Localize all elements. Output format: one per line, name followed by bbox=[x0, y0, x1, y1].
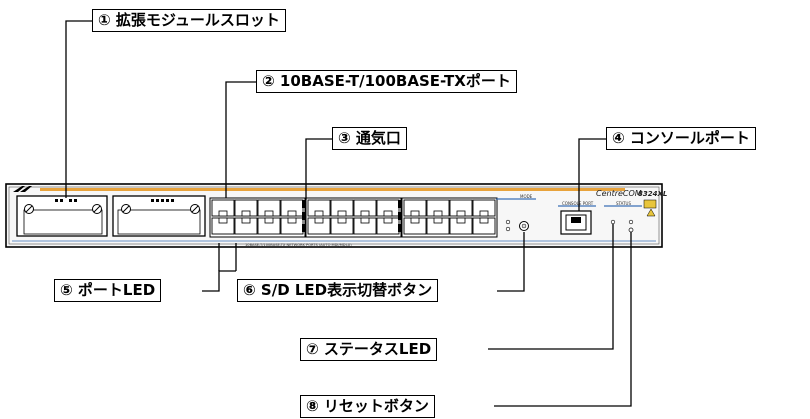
callout-reset-button: ⑧ リセットボタン bbox=[300, 395, 435, 418]
vent-slots bbox=[302, 200, 401, 232]
brand-name: CentreCOM bbox=[596, 189, 642, 198]
warning-label bbox=[643, 199, 657, 209]
status-label: STATUS bbox=[616, 201, 631, 206]
rj45-port[interactable] bbox=[211, 217, 235, 235]
rj45-port[interactable] bbox=[472, 199, 496, 217]
rj45-port[interactable] bbox=[280, 217, 304, 235]
mode-section: MODE bbox=[496, 194, 536, 232]
rj45-port[interactable] bbox=[307, 199, 331, 217]
rj45-port[interactable] bbox=[257, 199, 281, 217]
rj45-port[interactable] bbox=[234, 199, 258, 217]
caution-triangle-icon bbox=[646, 208, 656, 217]
rj45-port[interactable] bbox=[376, 199, 400, 217]
rj45-port[interactable] bbox=[280, 199, 304, 217]
console-label: CONSOLE PORT bbox=[562, 201, 594, 206]
console-port[interactable]: CONSOLE PORT bbox=[558, 201, 596, 235]
mode-label: MODE bbox=[520, 194, 533, 199]
ports-footer-text: 10BASE-T/100BASE-TX NETWORK PORTS (AUTO … bbox=[245, 243, 352, 247]
rj45-port[interactable] bbox=[376, 217, 400, 235]
d-led bbox=[505, 226, 511, 232]
status-led-fault bbox=[628, 219, 634, 225]
rj45-port[interactable] bbox=[449, 199, 473, 217]
callout-vents: ③ 通気口 bbox=[332, 127, 407, 150]
rj45-port[interactable] bbox=[307, 217, 331, 235]
rj45-port[interactable] bbox=[472, 217, 496, 235]
brand-logo bbox=[13, 186, 32, 192]
expansion-slot-1 bbox=[16, 195, 108, 237]
callout-network-ports: ② 10BASE-T/100BASE-TXポート bbox=[256, 70, 517, 93]
rj45-port[interactable] bbox=[211, 199, 235, 217]
rj45-port[interactable] bbox=[353, 199, 377, 217]
rj45-port[interactable] bbox=[403, 217, 427, 235]
callout-status-led: ⑦ ステータスLED bbox=[300, 338, 438, 361]
callout-sd-led-button: ⑥ S/D LED表示切替ボタン bbox=[237, 279, 439, 302]
expansion-slot-2 bbox=[112, 195, 206, 237]
s-led bbox=[505, 219, 511, 225]
rj45-port[interactable] bbox=[426, 199, 450, 217]
callout-expansion-slot: ① 拡張モジュールスロット bbox=[92, 9, 286, 32]
rj45-port[interactable] bbox=[426, 217, 450, 235]
leader-lines bbox=[65, 20, 632, 407]
status-led-power bbox=[610, 219, 616, 225]
rj45-port[interactable] bbox=[330, 199, 354, 217]
status-section: STATUS bbox=[604, 201, 642, 233]
model-name: 8324XL bbox=[638, 190, 667, 198]
callout-console-port: ④ コンソールポート bbox=[606, 127, 756, 150]
network-ports bbox=[209, 197, 498, 238]
callout-port-led: ⑤ ポートLED bbox=[54, 279, 162, 302]
rj45-port[interactable] bbox=[449, 217, 473, 235]
rj45-port[interactable] bbox=[403, 199, 427, 217]
rj45-port[interactable] bbox=[234, 217, 258, 235]
rj45-port[interactable] bbox=[353, 217, 377, 235]
rj45-port[interactable] bbox=[330, 217, 354, 235]
accent-band bbox=[40, 188, 625, 191]
reset-button[interactable] bbox=[628, 227, 634, 233]
rj45-port[interactable] bbox=[257, 217, 281, 235]
